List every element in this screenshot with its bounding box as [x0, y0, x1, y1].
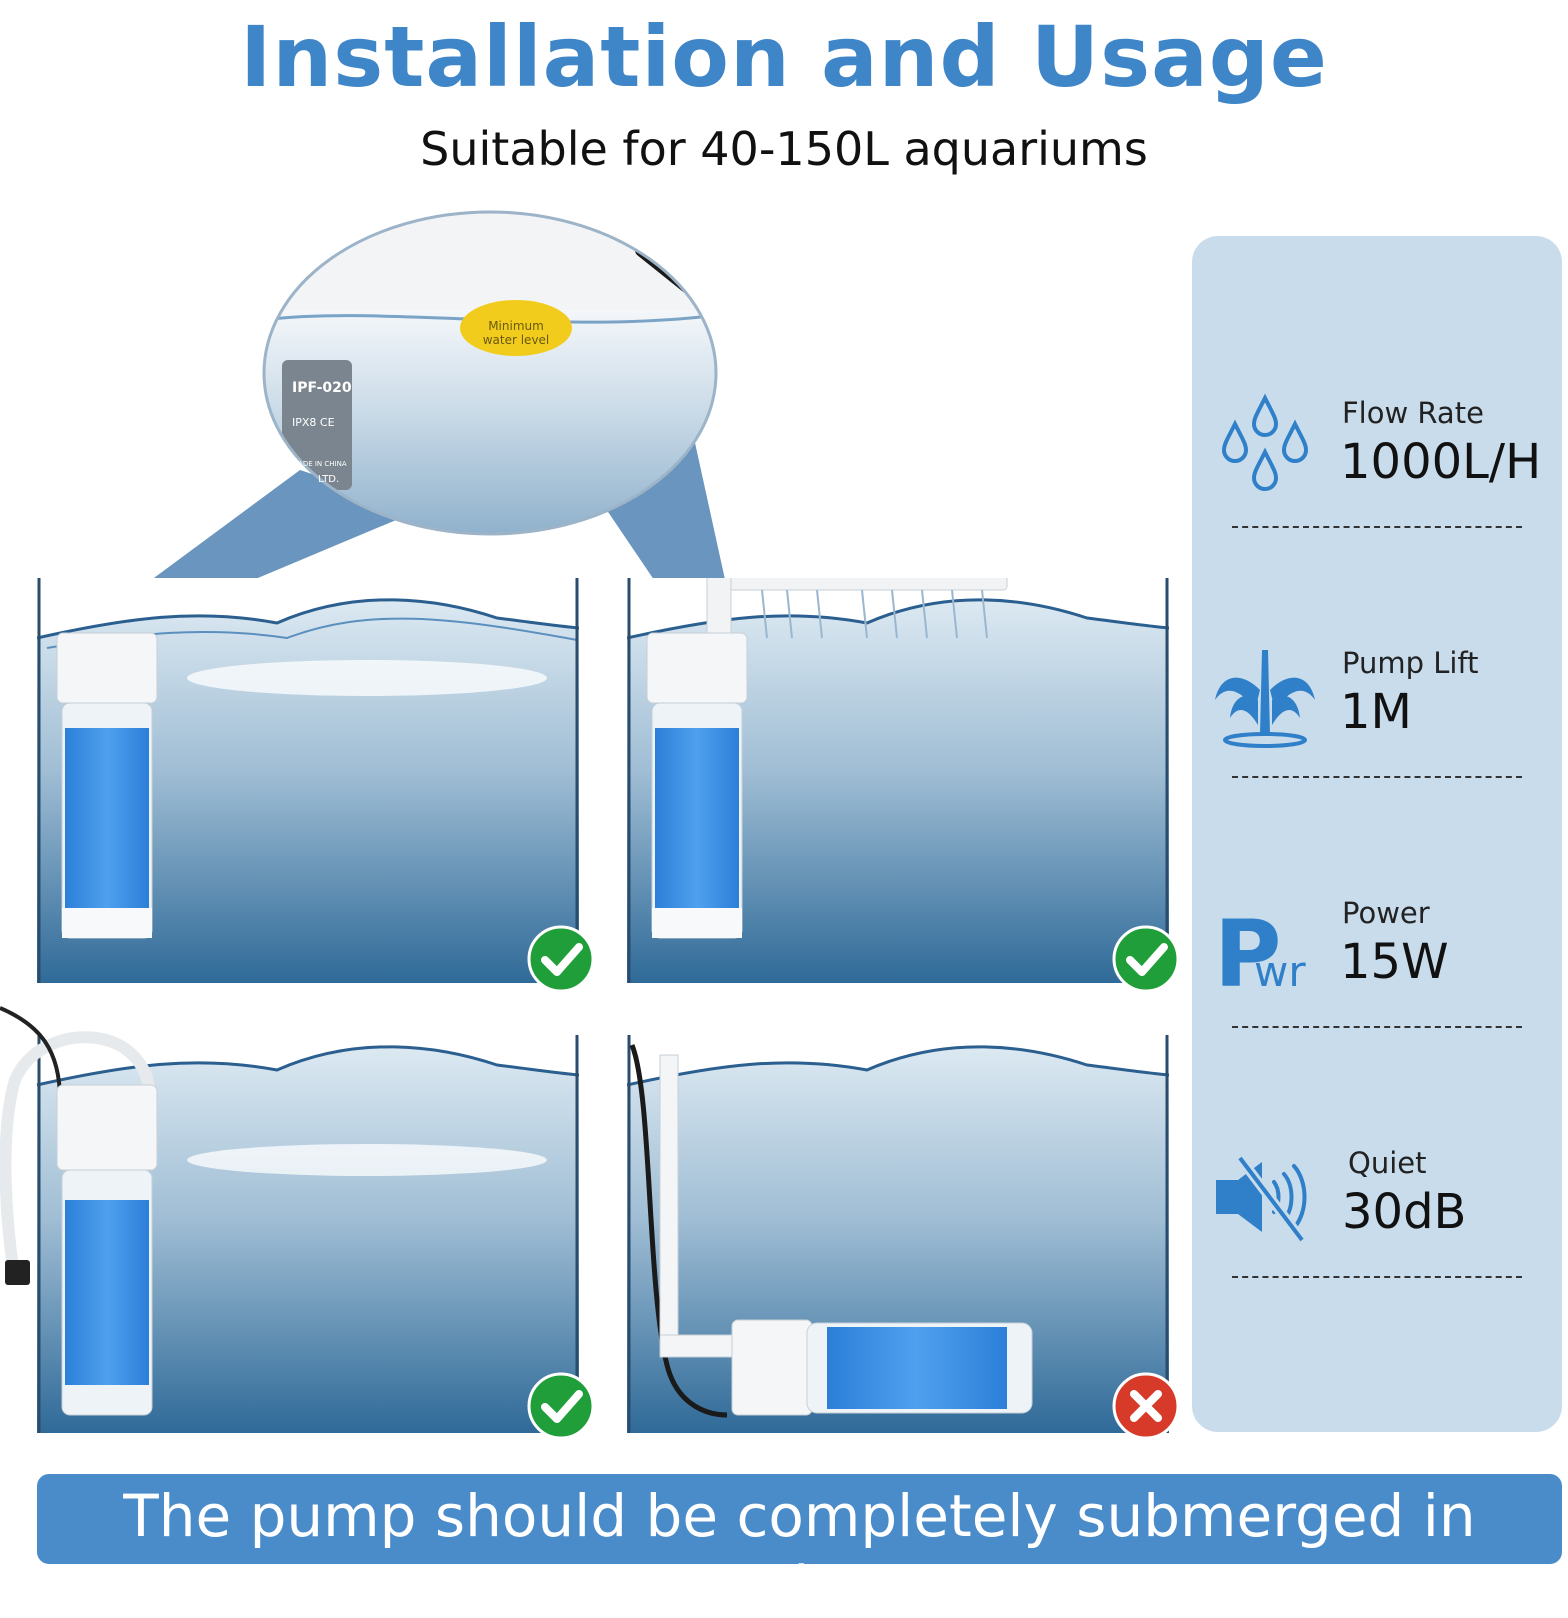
zoom-inset: Minimum water level IPF-020 IPX8 CE MADE…	[262, 210, 718, 536]
submerge-notice-banner: The pump should be completely submerged …	[37, 1474, 1562, 1618]
tank-panel-bottom-right	[627, 1035, 1169, 1433]
origin-label: MADE IN CHINA	[292, 460, 347, 468]
specs-panel: Flow Rate 1000L/H Pump Lift 1M P	[1192, 236, 1562, 1432]
spec-value: 1000L/H	[1340, 434, 1542, 490]
pwr-small-letters: wr	[1254, 947, 1306, 996]
check-icon	[1112, 925, 1180, 993]
cross-icon	[1112, 1372, 1180, 1440]
spec-label: Pump Lift	[1342, 646, 1479, 680]
cert-label: IPX8 CE	[292, 416, 335, 429]
spec-quiet: Quiet 30dB	[1192, 1126, 1562, 1286]
divider	[1232, 1026, 1522, 1028]
page-title: Installation and Usage	[240, 8, 1328, 106]
model-label: IPF-020	[292, 380, 352, 396]
spec-power: P wr Power 15W	[1192, 876, 1562, 1036]
spec-label: Flow Rate	[1342, 396, 1484, 430]
check-icon	[527, 925, 595, 993]
pwr-icon: P wr	[1210, 890, 1320, 1008]
tank-panel-top-left	[37, 578, 579, 983]
page-subtitle: Suitable for 40-150L aquariums	[420, 122, 1148, 176]
pwr-big-letter: P	[1214, 901, 1281, 1000]
correct-badge-2	[1112, 925, 1180, 993]
ltd-label: LTD.	[318, 474, 339, 485]
min-level-text-2: water level	[483, 333, 550, 347]
correct-badge-3	[527, 1372, 595, 1440]
divider	[1232, 1276, 1522, 1278]
incorrect-badge	[1112, 1372, 1180, 1440]
water-drops-icon	[1210, 390, 1320, 500]
muted-speaker-icon	[1210, 1140, 1320, 1250]
divider	[1232, 526, 1522, 528]
spec-label: Power	[1342, 896, 1430, 930]
spec-flow-rate: Flow Rate 1000L/H	[1192, 376, 1562, 536]
correct-badge-1	[527, 925, 595, 993]
tank-panel-top-right	[627, 578, 1169, 983]
submerge-notice-text: The pump should be completely submerged …	[123, 1482, 1476, 1618]
spec-label: Quiet	[1348, 1146, 1427, 1180]
spec-value: 1M	[1340, 684, 1412, 740]
check-icon	[527, 1372, 595, 1440]
fountain-icon	[1210, 640, 1320, 750]
divider	[1232, 776, 1522, 778]
min-level-sticker	[460, 300, 572, 356]
spec-value: 15W	[1340, 934, 1449, 990]
spec-value: 30dB	[1342, 1184, 1467, 1240]
min-level-text-1: Minimum	[488, 319, 544, 333]
spec-pump-lift: Pump Lift 1M	[1192, 626, 1562, 786]
tank-panel-bottom-left	[0, 1000, 579, 1433]
